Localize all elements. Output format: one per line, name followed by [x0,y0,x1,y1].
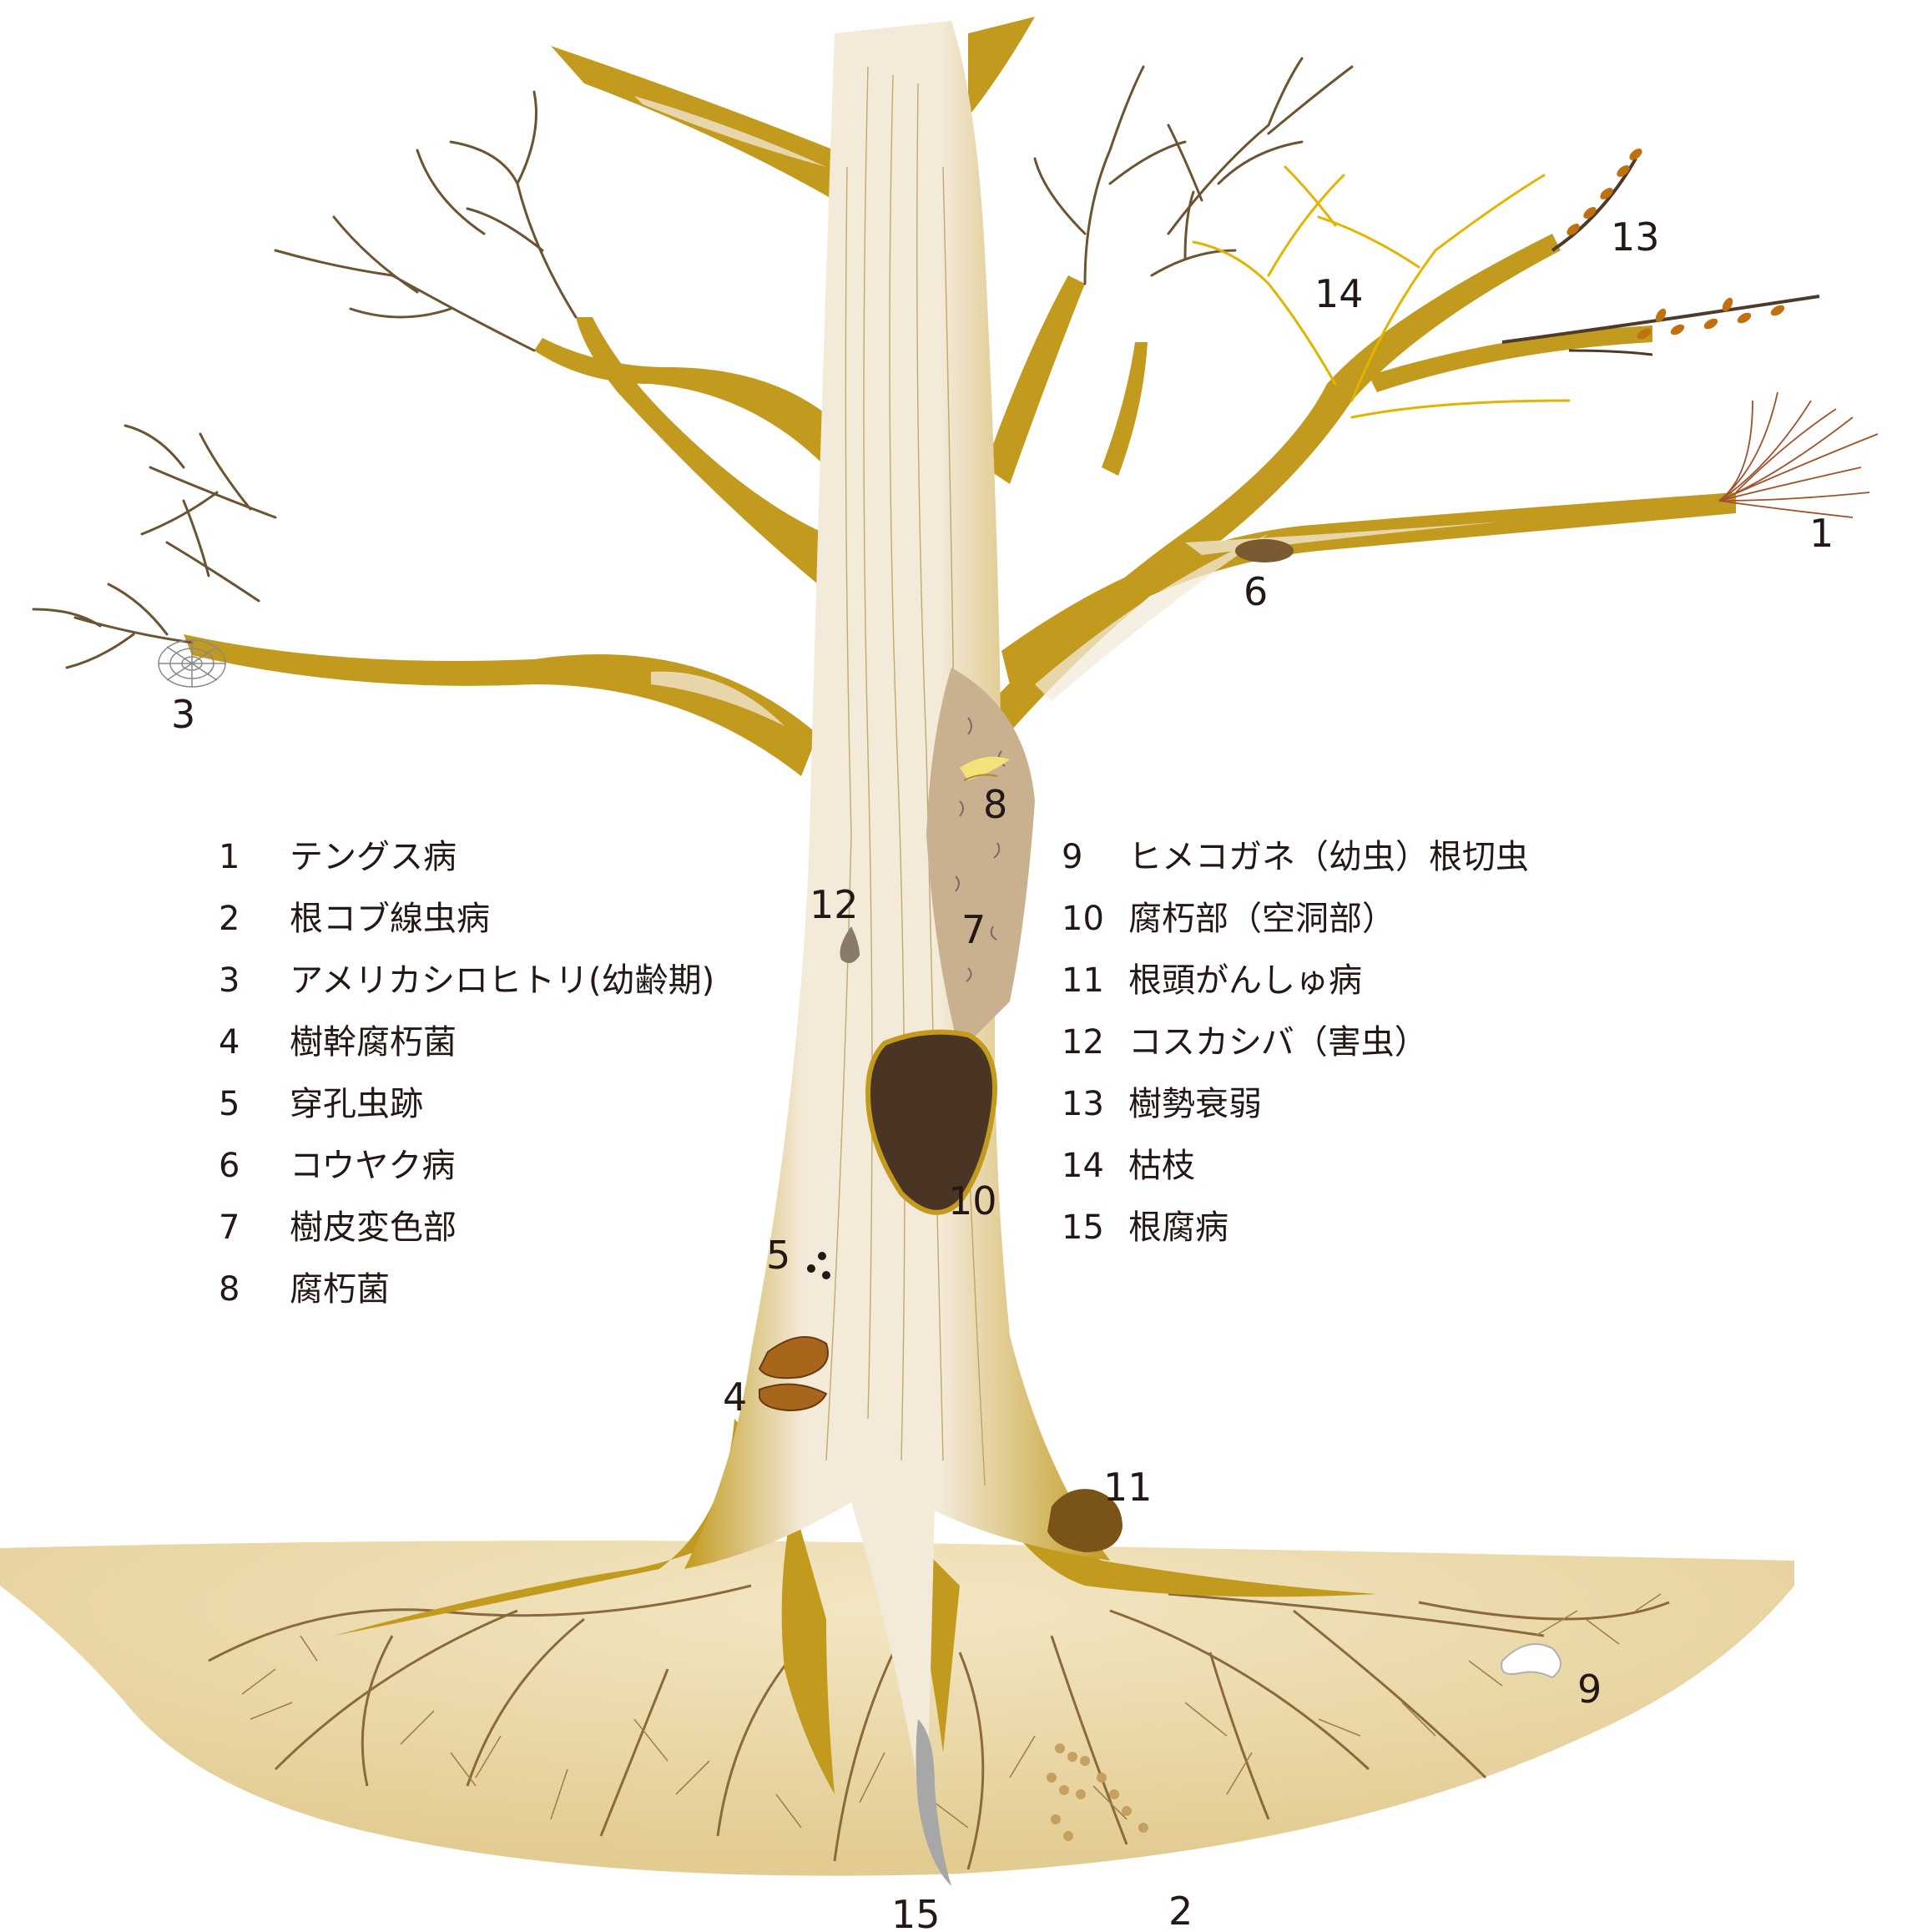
legend-item: 4樹幹腐朽菌 [219,1011,714,1073]
legend-number: 3 [219,950,290,1011]
legend-number: 15 [1062,1197,1128,1259]
legend-label: 腐朽部（空洞部） [1128,888,1395,950]
legend-number: 8 [219,1259,290,1320]
legend-number: 6 [219,1135,290,1197]
legend-right: 9ヒメコガネ（幼虫）根切虫 10腐朽部（空洞部） 11根頭がんしゅ病 12コスカ… [1062,826,1529,1259]
legend-label: コスカシバ（害虫） [1128,1011,1428,1073]
legend-label: テングス病 [290,826,457,888]
marker-11: 11 [1103,1465,1153,1510]
legend-item: 10腐朽部（空洞部） [1062,888,1529,950]
felt-fungus [1235,539,1294,562]
marker-7: 7 [961,907,986,952]
legend-label: 根頭がんしゅ病 [1128,950,1362,1011]
legend-label: 根腐病 [1128,1197,1228,1259]
marker-8: 8 [983,782,1007,827]
marker-12: 12 [810,882,859,927]
legend-label: 樹皮変色部 [290,1197,457,1259]
marker-5: 5 [766,1233,790,1278]
legend-item: 12コスカシバ（害虫） [1062,1011,1529,1073]
legend-item: 8腐朽菌 [219,1259,714,1320]
legend-number: 5 [219,1073,290,1135]
legend-label: コウヤク病 [290,1135,455,1197]
legend-number: 11 [1062,950,1128,1011]
legend-item: 5穿孔虫跡 [219,1073,714,1135]
legend-left: 1テングス病 2根コブ線虫病 3アメリカシロヒトリ(幼齢期) 4樹幹腐朽菌 5穿… [219,826,714,1320]
webworm-web [159,640,225,687]
marker-15: 15 [891,1892,941,1932]
legend-number: 2 [219,888,290,950]
marker-9: 9 [1577,1667,1602,1712]
legend-number: 12 [1062,1011,1128,1073]
legend-label: 腐朽菌 [290,1259,390,1320]
legend-number: 13 [1062,1073,1128,1135]
marker-3: 3 [171,692,195,737]
legend-label: アメリカシロヒトリ(幼齢期) [290,950,714,1011]
marker-4: 4 [723,1375,747,1420]
legend-number: 14 [1062,1135,1128,1197]
marker-2: 2 [1168,1889,1193,1932]
marker-13: 13 [1611,214,1660,260]
legend-label: 樹幹腐朽菌 [290,1011,457,1073]
legend-item: 15根腐病 [1062,1197,1529,1259]
legend-item: 11根頭がんしゅ病 [1062,950,1529,1011]
legend-item: 14枯枝 [1062,1135,1529,1197]
legend-item: 13樹勢衰弱 [1062,1073,1529,1135]
legend-item: 2根コブ線虫病 [219,888,714,950]
marker-6: 6 [1244,569,1268,614]
witches-broom [1719,392,1878,517]
legend-label: 枯枝 [1128,1135,1195,1197]
marker-1: 1 [1809,511,1834,556]
legend-number: 1 [219,826,290,888]
legend-label: 根コブ線虫病 [290,888,490,950]
marker-14: 14 [1314,271,1364,316]
legend-number: 9 [1062,826,1128,888]
legend-label: 穿孔虫跡 [290,1073,423,1135]
legend-number: 7 [219,1197,290,1259]
legend-number: 10 [1062,888,1128,950]
legend-label: ヒメコガネ（幼虫）根切虫 [1128,826,1529,888]
legend-label: 樹勢衰弱 [1128,1073,1262,1135]
legend-item: 7樹皮変色部 [219,1197,714,1259]
legend-item: 3アメリカシロヒトリ(幼齢期) [219,950,714,1011]
legend-item: 6コウヤク病 [219,1135,714,1197]
legend-item: 1テングス病 [219,826,714,888]
legend-number: 4 [219,1011,290,1073]
legend-item: 9ヒメコガネ（幼虫）根切虫 [1062,826,1529,888]
marker-10: 10 [948,1178,997,1223]
